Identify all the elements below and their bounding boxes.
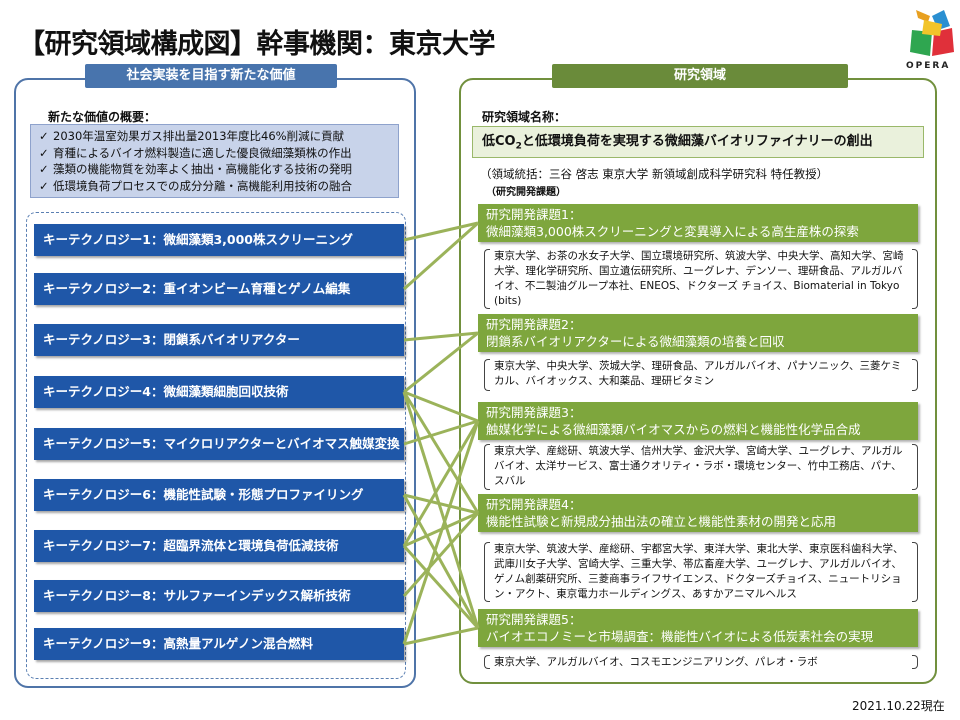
key-technology-6: キーテクノロジー6：機能性試験・形態プロファイリング — [34, 479, 404, 511]
value-item: ✓2030年温室効果ガス排出量2013年度比46%削減に貢献 — [39, 129, 345, 143]
issue-4-organizations: 東京大学、筑波大学、産総研、宇都宮大学、東洋大学、東北大学、東京医科歯科大学、武… — [480, 540, 920, 604]
area-leader: （領域統括：三谷 啓志 東京大学 新領域創成科学研究科 特任教授） — [480, 167, 829, 181]
check-icon: ✓ — [39, 162, 49, 176]
issue-2-organizations: 東京大学、中央大学、茨城大学、理研食品、アルガルバイオ、パナソニック、三菱ケミカ… — [480, 357, 920, 393]
issue-description: 微細藻類3,000株スクリーニングと変異導入による高生産株の探索 — [486, 224, 859, 239]
check-icon: ✓ — [39, 129, 49, 143]
social-value-header: 社会実装を目指す新たな価値 — [85, 64, 337, 88]
issue-title: 研究開発課題1： — [486, 207, 582, 222]
issue-3-organizations: 東京大学、産総研、筑波大学、信州大学、金沢大学、宮崎大学、ユーグレナ、アルガルバ… — [480, 442, 920, 492]
value-item: ✓藻類の機能物質を効率よく抽出・高機能化する技術の発明 — [39, 162, 352, 176]
issue-description: 機能性試験と新規成分抽出法の確立と機能性素材の開発と応用 — [486, 514, 837, 529]
issue-3: 研究開発課題3： 触媒化学による微細藻類バイオマスからの燃料と機能性化学品合成 — [478, 402, 918, 440]
issue-title: 研究開発課題2： — [486, 317, 582, 332]
value-overview-label: 新たな価値の概要： — [48, 110, 157, 124]
issue-2: 研究開発課題2： 閉鎖系バイオリアクターによる微細藻類の培養と回収 — [478, 314, 918, 352]
opera-logo-icon — [910, 10, 954, 56]
issues-label: （研究開発課題） — [486, 187, 566, 198]
research-area-name: 低CO2と低環境負荷を実現する微細藻バイオリファイナリーの創出 — [472, 126, 924, 158]
issue-title: 研究開発課題5： — [486, 612, 582, 627]
value-item: ✓育種によるバイオ燃料製造に適した優良微細藻類株の作出 — [39, 145, 352, 160]
key-technology-5: キーテクノロジー5：マイクロリアクターとバイオマス触媒変換 — [34, 428, 404, 460]
key-technology-2: キーテクノロジー2：重イオンビーム育種とゲノム編集 — [34, 273, 404, 305]
issue-title: 研究開発課題4： — [486, 497, 582, 512]
issue-description: 閉鎖系バイオリアクターによる微細藻類の培養と回収 — [486, 334, 785, 349]
key-technology-4: キーテクノロジー4：微細藻類細胞回収技術 — [34, 376, 404, 408]
page-title: 【研究領域構成図】幹事機関：東京大学 — [18, 29, 496, 60]
issue-1: 研究開発課題1： 微細藻類3,000株スクリーニングと変異導入による高生産株の探… — [478, 204, 918, 242]
value-overview-box: ✓2030年温室効果ガス排出量2013年度比46%削減に貢献 ✓育種によるバイオ… — [30, 124, 399, 198]
key-technology-9: キーテクノロジー9：高熱量アルゲノン混合燃料 — [34, 628, 404, 660]
as-of-date: 2021.10.22現在 — [852, 699, 945, 713]
check-icon: ✓ — [39, 178, 49, 193]
research-area-name-label: 研究領域名称： — [482, 110, 567, 124]
key-technology-8: キーテクノロジー8：サルファーインデックス解析技術 — [34, 580, 404, 612]
issue-4: 研究開発課題4： 機能性試験と新規成分抽出法の確立と機能性素材の開発と応用 — [478, 494, 918, 532]
issue-5: 研究開発課題5： バイオエコノミーと市場調査：機能性バイオによる低炭素社会の実現 — [478, 609, 918, 647]
issue-description: 触媒化学による微細藻類バイオマスからの燃料と機能性化学品合成 — [486, 422, 861, 437]
issue-5-organizations: 東京大学、アルガルバイオ、コスモエンジニアリング、パレオ・ラボ — [480, 653, 920, 671]
logo-text: OPERA — [906, 61, 951, 71]
value-item: ✓低環境負荷プロセスでの成分分離・高機能利用技術の融合 — [39, 178, 352, 193]
key-technology-1: キーテクノロジー1：微細藻類3,000株スクリーニング — [34, 224, 404, 256]
key-technology-3: キーテクノロジー3：閉鎖系バイオリアクター — [34, 324, 404, 356]
check-icon: ✓ — [39, 145, 49, 160]
issue-1-organizations: 東京大学、お茶の水女子大学、国立環境研究所、筑波大学、中央大学、高知大学、宮崎大… — [480, 247, 920, 311]
issue-description: バイオエコノミーと市場調査：機能性バイオによる低炭素社会の実現 — [486, 629, 874, 644]
key-technology-7: キーテクノロジー7：超臨界流体と環境負荷低減技術 — [34, 530, 404, 562]
issue-title: 研究開発課題3： — [486, 405, 582, 420]
research-area-header: 研究領域 — [552, 64, 848, 88]
